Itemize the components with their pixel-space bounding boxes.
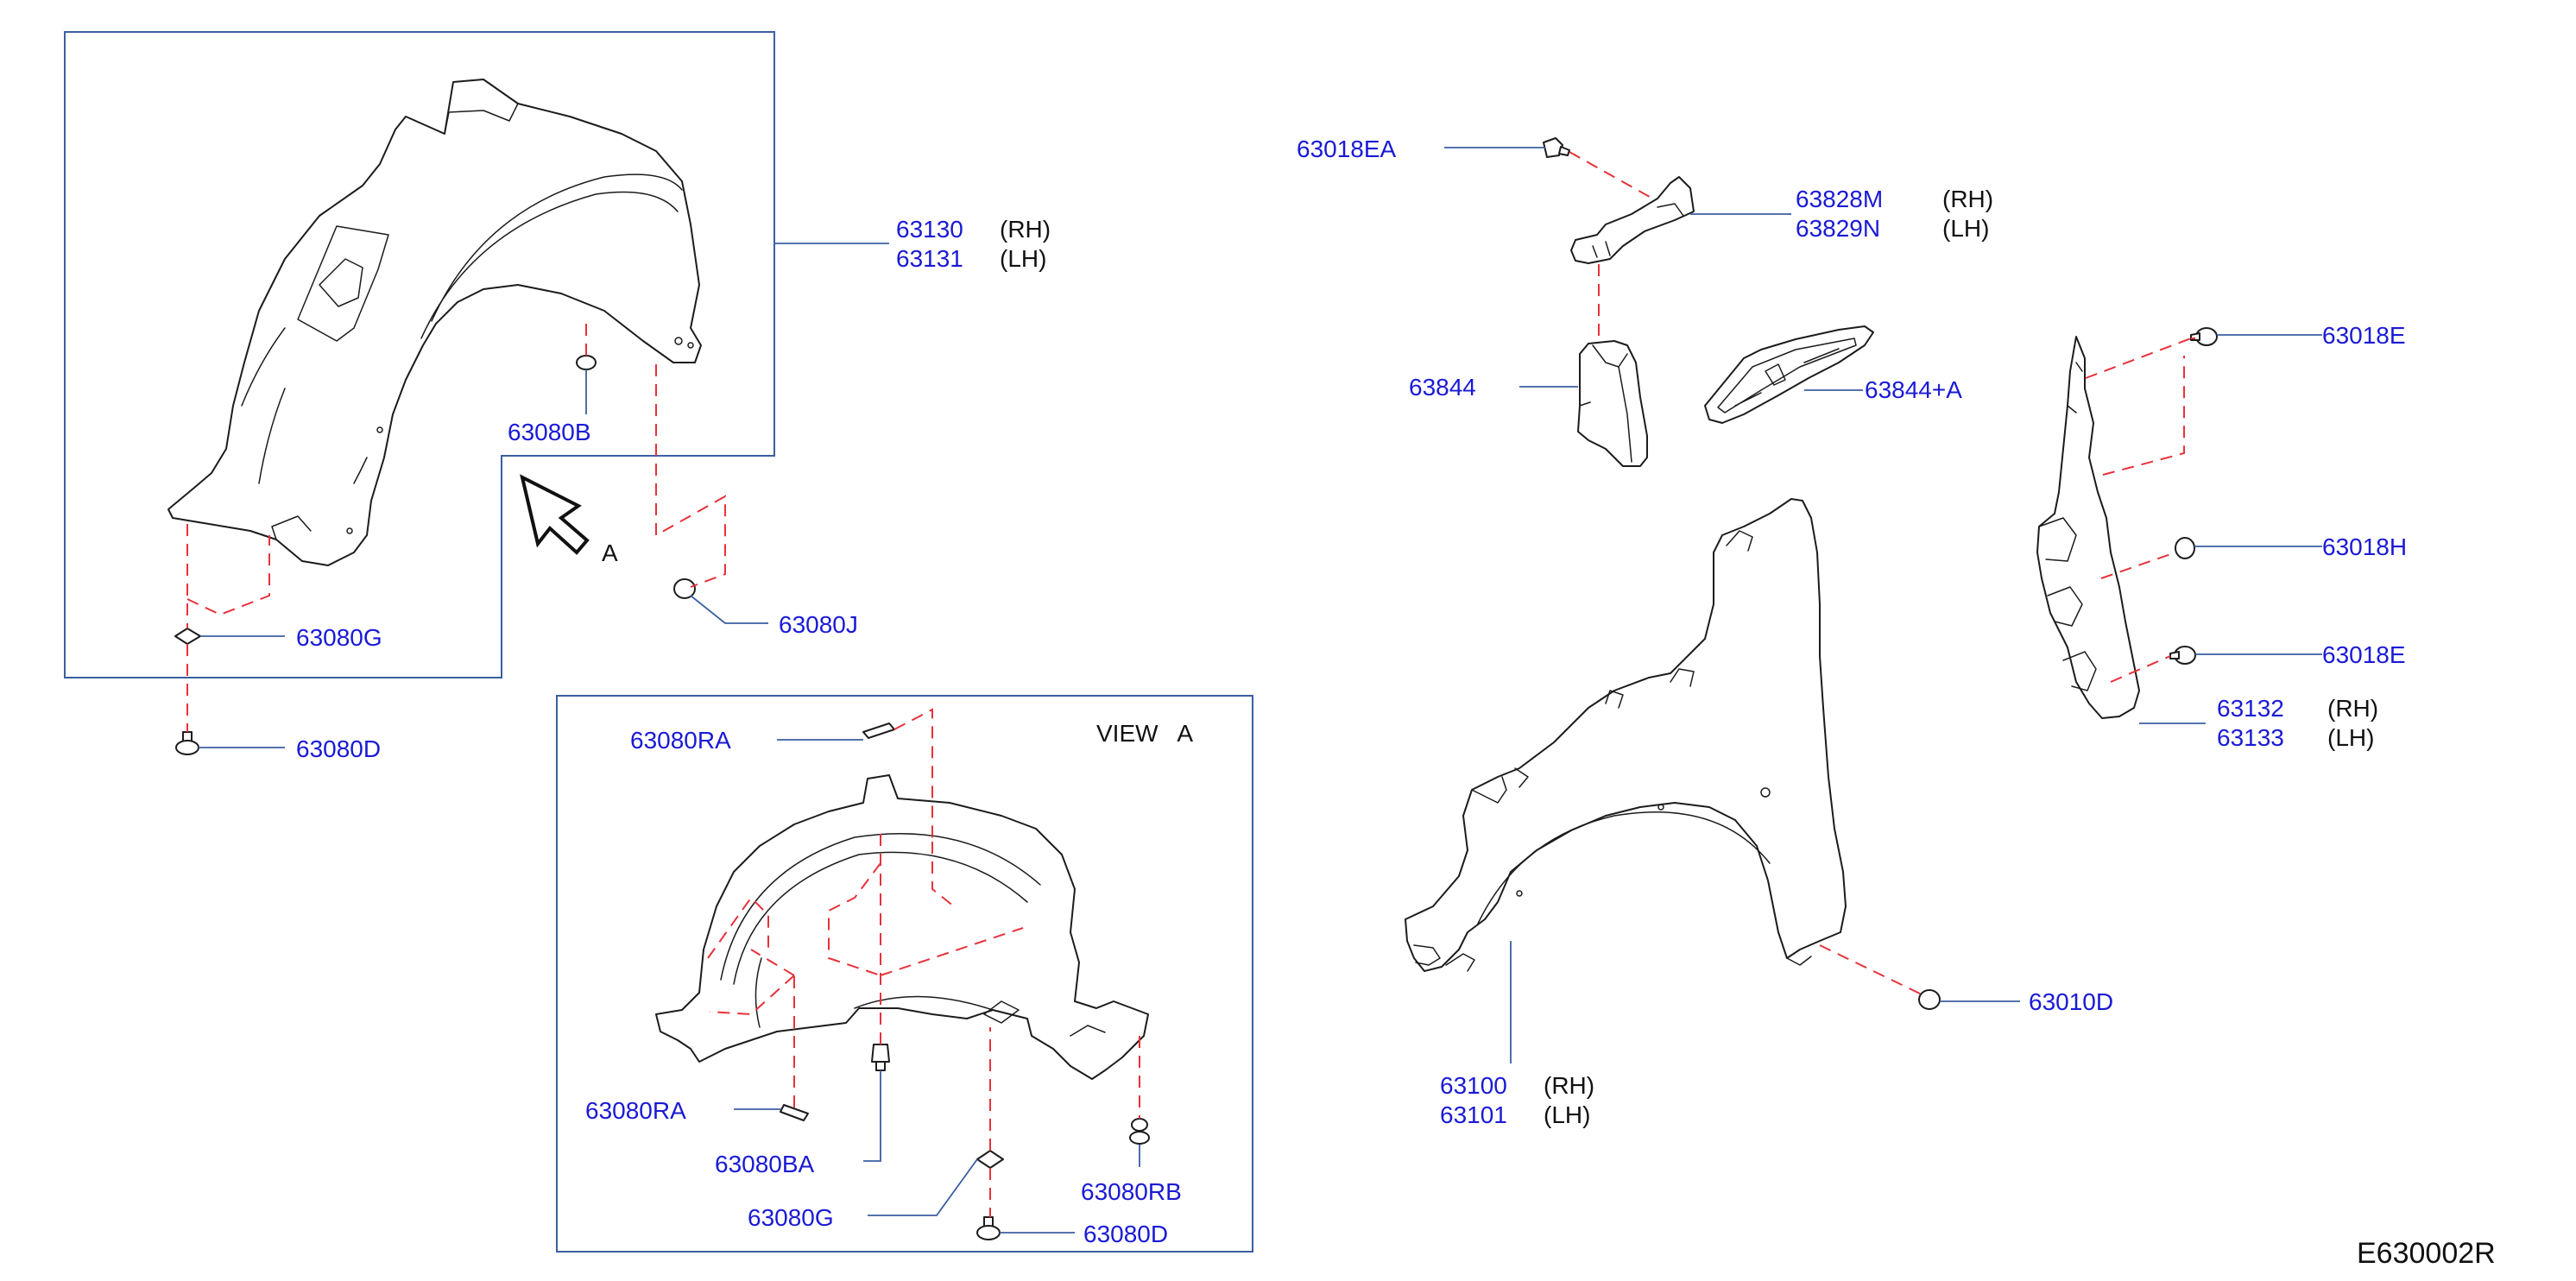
fender-liner-drawing (167, 79, 702, 566)
label-63133-side: (LH) (2327, 724, 2374, 751)
clip-63080g-view-shape (976, 1150, 1004, 1169)
view-a-arrow (520, 474, 590, 555)
screw-63080d-shape (175, 731, 199, 755)
label-63080ra-top: 63080RA (630, 727, 731, 754)
view-a-letter: A (602, 540, 618, 566)
view-a-liner-drawing (655, 774, 1149, 1080)
label-63100-side: (RH) (1544, 1072, 1594, 1099)
clip-63018e-bot-shape (2169, 646, 2196, 665)
label-63828m-side: (RH) (1942, 186, 1993, 212)
label-63080g: 63080G (296, 624, 382, 651)
pad-63844-drawing (1577, 340, 1648, 467)
label-63080ra-bot: 63080RA (585, 1097, 686, 1124)
label-63829n: 63829N (1796, 215, 1880, 242)
guide-63080ra-bot (707, 896, 795, 1107)
clip-63080ra-top-shape (862, 723, 895, 739)
front-fender-drawing (1405, 498, 1847, 972)
label-63018e-top: 63018E (2322, 322, 2406, 349)
label-63131: 63131 (896, 245, 963, 272)
label-63100: 63100 (1440, 1072, 1507, 1099)
label-63080rb: 63080RB (1081, 1178, 1182, 1205)
guide-63018e-top (2085, 338, 2195, 476)
clip-63080ra-bot-shape (780, 1104, 809, 1121)
label-63844: 63844 (1409, 374, 1476, 401)
label-63080g-view: 63080G (748, 1204, 834, 1231)
clip-63018e-top-shape (2190, 327, 2218, 346)
guide-63018e-bot (2110, 655, 2171, 683)
label-63018h: 63018H (2322, 533, 2407, 560)
main-liner-frame (64, 31, 775, 678)
guide-63080g (186, 524, 270, 628)
label-63132: 63132 (2217, 695, 2284, 722)
guide-63080j (655, 364, 726, 588)
clip-63080b-shape (576, 355, 597, 370)
label-63131-side: (LH) (1000, 245, 1046, 272)
diagram-code: E630002R (2357, 1237, 2496, 1270)
seal-63844a-drawing (1704, 325, 1874, 424)
view-a-frame (556, 695, 1253, 1253)
guide-63080ba (828, 829, 1024, 1044)
label-63018ea: 63018EA (1297, 136, 1397, 162)
screw-63018ea-shape (1543, 137, 1570, 158)
label-63080d: 63080D (296, 735, 381, 762)
label-63080d-view: 63080D (1083, 1221, 1168, 1247)
guide-63010d (1819, 944, 1923, 995)
label-63132-side: (RH) (2327, 695, 2378, 722)
label-63828m: 63828M (1796, 186, 1883, 212)
label-63018e-bot: 63018E (2322, 641, 2406, 668)
clip-63080j-shape (673, 578, 696, 599)
view-a-title: VIEW A (1096, 720, 1193, 747)
leader-63080j (690, 595, 768, 624)
label-63080ba: 63080BA (715, 1151, 815, 1177)
clip-63080rb-shape (1129, 1118, 1150, 1145)
clip-63018h-shape (2175, 537, 2195, 559)
label-63130-side: (RH) (1000, 216, 1051, 243)
label-63130: 63130 (896, 216, 963, 243)
label-63844a: 63844+A (1865, 376, 1962, 403)
label-63010d: 63010D (2029, 988, 2113, 1015)
bolt-63010d-shape (1918, 989, 1941, 1010)
guide-63018ea (1569, 151, 1657, 201)
clip-63080g-shape (174, 628, 201, 645)
guide-63080ra-top (893, 708, 955, 907)
bracket-63132-drawing (2036, 336, 2140, 719)
label-63133: 63133 (2217, 724, 2284, 751)
clip-63080ba-shape (871, 1044, 890, 1071)
leader-63080ba (863, 1070, 881, 1162)
guide-63018h (2100, 552, 2176, 579)
leader-63080g-view (868, 1158, 978, 1216)
label-63829n-side: (LH) (1942, 215, 1989, 242)
label-63080b: 63080B (508, 419, 591, 445)
label-63080j: 63080J (779, 611, 858, 638)
bracket-63828m-drawing (1570, 176, 1695, 264)
screw-63080d-view-shape (976, 1216, 1001, 1240)
label-63101-side: (LH) (1544, 1101, 1590, 1128)
label-63101: 63101 (1440, 1101, 1507, 1128)
